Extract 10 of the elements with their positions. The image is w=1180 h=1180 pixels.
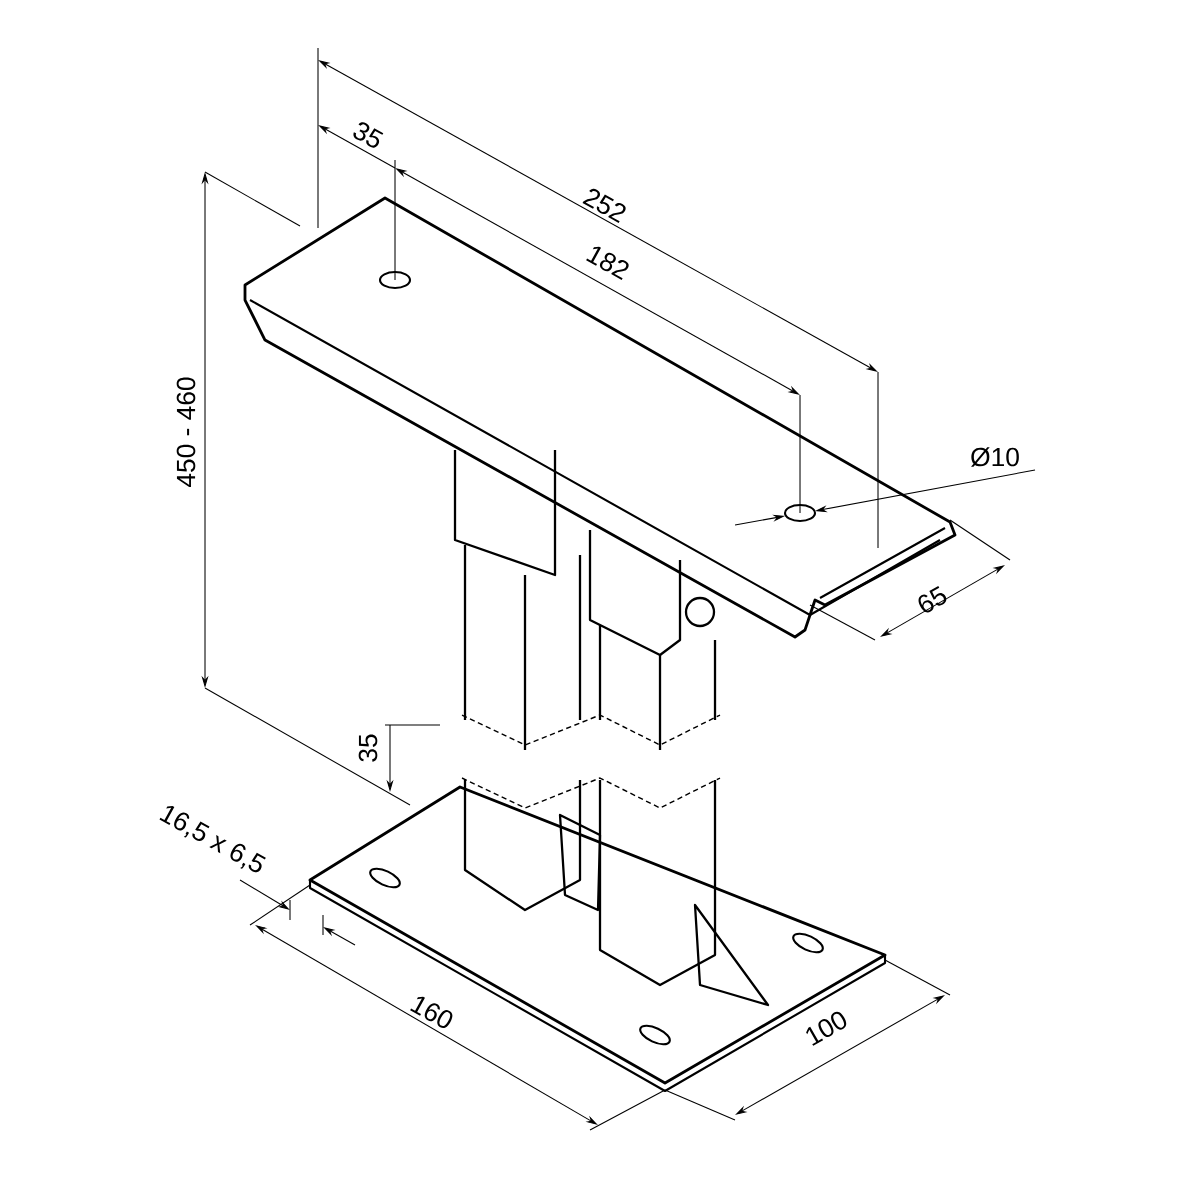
- dimension-label: 450 - 460: [176, 377, 196, 488]
- dimension-label: 35: [353, 122, 384, 148]
- dimension-label: 16,5 x 6,5: [159, 806, 266, 873]
- dimension-label: 65: [918, 585, 947, 613]
- dimension-label: 100: [806, 1011, 847, 1046]
- dimension-label: Ø10: [971, 447, 1019, 467]
- dimension-label: 252: [582, 188, 626, 223]
- dimension-label: 35: [358, 734, 378, 762]
- dimension-label: 182: [586, 246, 629, 280]
- dimension-label: 160: [410, 996, 453, 1029]
